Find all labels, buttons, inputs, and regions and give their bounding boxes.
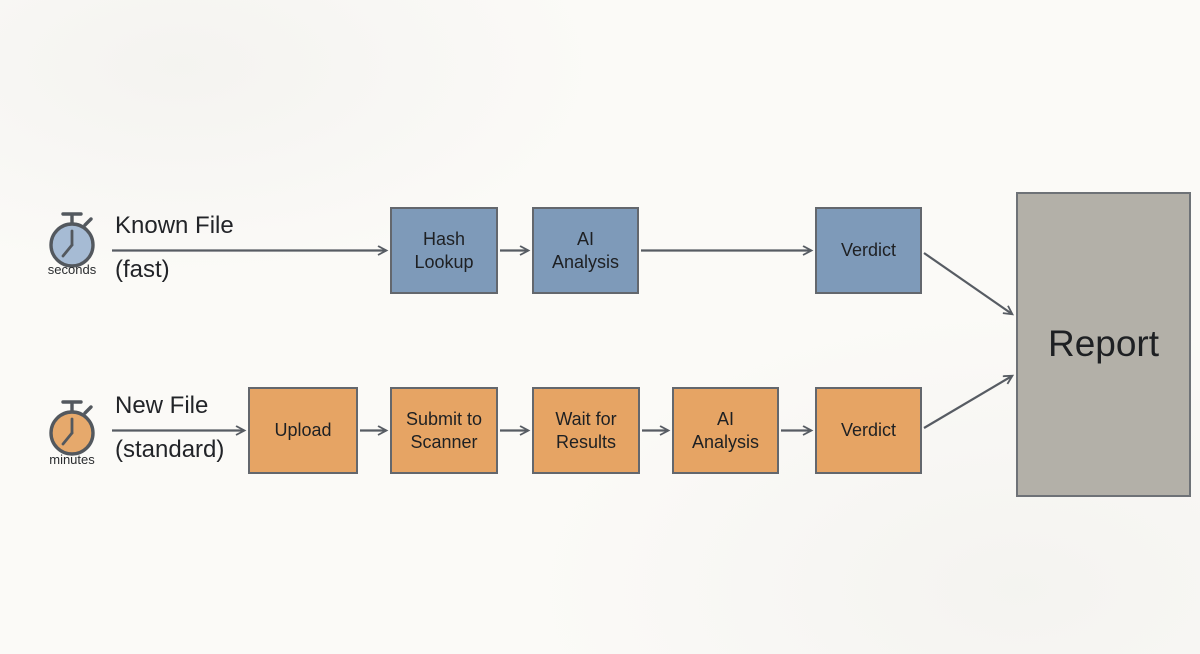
stopwatch-seconds-icon: [49, 212, 95, 268]
timer-label-minutes: minutes: [49, 452, 95, 467]
step-ai-analysis-standard: AI Analysis: [672, 387, 779, 474]
step-verdict-fast: Verdict: [815, 207, 922, 294]
step-hash-lookup: Hash Lookup: [390, 207, 498, 294]
arrow-verdict-fast-to-report: [923, 252, 1012, 314]
step-submit-to-scanner: Submit to Scanner: [390, 387, 498, 474]
step-ai-analysis-fast: AI Analysis: [532, 207, 639, 294]
fast-path-subtitle: (fast): [115, 256, 170, 283]
standard-path-title: New File: [115, 392, 209, 419]
arrow-verdict-standard-to-report: [923, 376, 1012, 429]
step-wait-for-results: Wait for Results: [532, 387, 640, 474]
fast-path-title: Known File: [115, 212, 234, 239]
report-box: Report: [1016, 192, 1191, 497]
timer-label-seconds: seconds: [47, 262, 97, 277]
step-upload: Upload: [248, 387, 358, 474]
standard-path-subtitle: (standard): [115, 436, 225, 463]
stopwatch-minutes-icon: [49, 400, 95, 456]
step-verdict-standard: Verdict: [815, 387, 922, 474]
